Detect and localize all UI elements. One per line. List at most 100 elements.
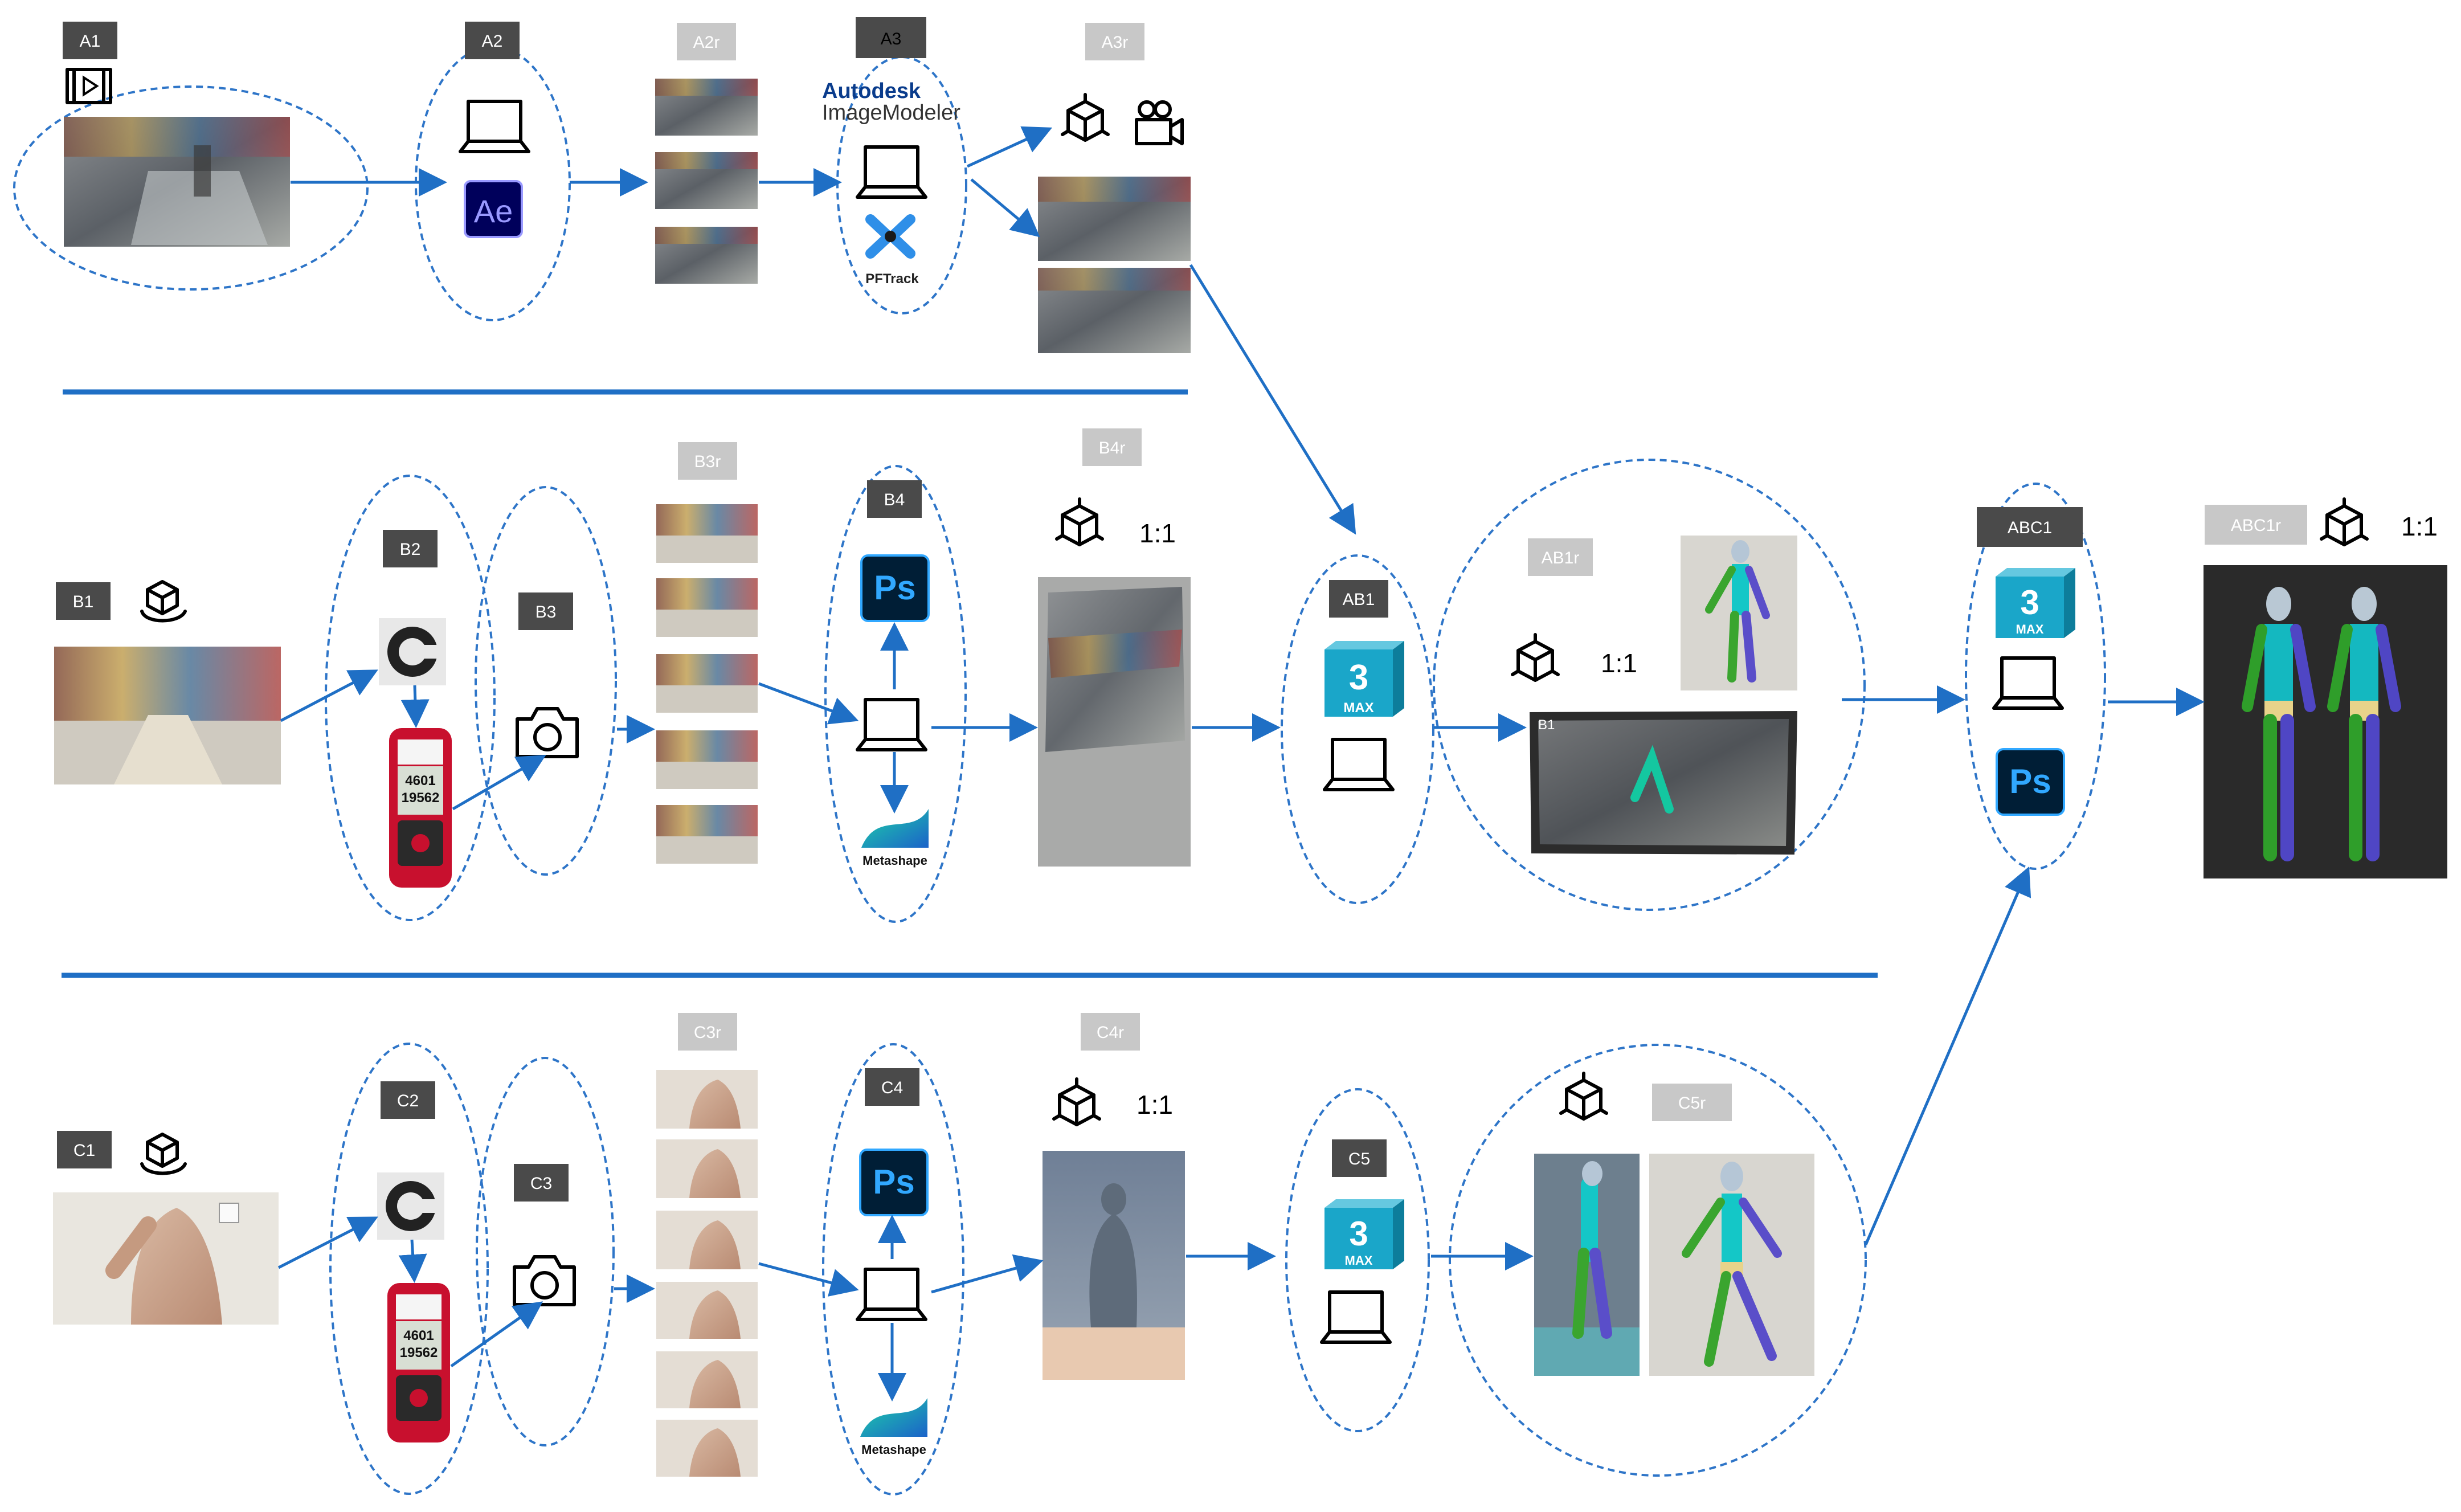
arrow-b3r-b4	[758, 682, 859, 725]
meter-reading-1: 4601	[405, 773, 435, 788]
photo-stack-c3r	[656, 1070, 758, 1477]
laptop-icon-a3	[856, 145, 927, 199]
laptop-icon-a2	[459, 100, 530, 153]
arrow-a3r-ab1	[1189, 264, 1356, 535]
flow-arrows	[277, 126, 2205, 1401]
3dsmax-number-abc1: 3	[2020, 583, 2039, 622]
3dsmax-text-ab1: MAX	[1343, 700, 1373, 716]
autodesk-text: Autodesk	[822, 79, 921, 103]
label-a3r: A3r	[1085, 23, 1144, 60]
label-b4-text: B4	[884, 491, 905, 509]
group-ellipse-b3	[475, 486, 617, 876]
label-a3r-text: A3r	[1102, 33, 1129, 52]
label-b3-text: B3	[535, 603, 557, 622]
label-c2: C2	[381, 1081, 435, 1119]
laser-meter-c2: 4601 19562	[387, 1283, 450, 1442]
pftrack-icon: PFTrack	[865, 214, 919, 287]
label-c4r-text: C4r	[1097, 1023, 1124, 1042]
3d-rotate-icon-b1	[140, 580, 187, 623]
label-c3-text: C3	[530, 1174, 552, 1193]
arrow-meter-camera-b	[452, 754, 546, 811]
label-b4r-text: B4r	[1099, 439, 1126, 457]
surveillance-frame-a1	[64, 117, 290, 247]
metashape-icon-c4: Metashape	[860, 1398, 927, 1457]
label-b1: B1	[56, 582, 111, 620]
label-ab1-text: AB1	[1343, 590, 1375, 609]
metashape-text-c4: Metashape	[861, 1442, 926, 1457]
group-ellipse-c3	[476, 1057, 615, 1446]
group-ellipse-c2	[329, 1043, 489, 1495]
mannequin-render-ab1r	[1681, 536, 1797, 690]
scale-ratio-ab1r: 1:1	[1601, 648, 1637, 678]
3dsmax-number-ab1: 3	[1349, 658, 1368, 697]
3d-scene-icon-b4r	[1055, 497, 1104, 546]
3dsmax-text-c5: MAX	[1345, 1253, 1373, 1268]
scale-ratio-b4r: 1:1	[1139, 518, 1176, 548]
label-a1-text: A1	[80, 32, 101, 51]
label-a2: A2	[465, 22, 520, 59]
3dsmax-icon-c5: 3 MAX	[1324, 1199, 1404, 1269]
label-abc1r-text: ABC1r	[2231, 516, 2281, 535]
rotation-tool-icon-b2	[379, 618, 446, 685]
arrow-b2-meter	[400, 685, 430, 728]
camera-track-frames-a3r	[1038, 177, 1191, 353]
subject-photo-c1	[53, 1192, 279, 1325]
scale-ratio-c4r: 1:1	[1137, 1090, 1173, 1119]
photo-camera-icon-b3	[516, 707, 579, 758]
overlay-frame-label: B1	[1538, 717, 1555, 733]
group-ellipse-c5	[1285, 1088, 1430, 1432]
label-a2r-text: A2r	[693, 33, 720, 52]
point-cloud-b4r	[1038, 577, 1191, 867]
label-ab1r-text: AB1r	[1542, 549, 1580, 567]
photoshop-text-c4: Ps	[873, 1163, 914, 1201]
video-file-icon	[66, 68, 112, 104]
label-abc1: ABC1	[1977, 507, 2083, 547]
label-c3: C3	[514, 1164, 569, 1202]
label-c5r: C5r	[1652, 1084, 1732, 1121]
photoshop-icon-b4: Ps	[860, 554, 930, 622]
label-b4: B4	[867, 480, 922, 518]
label-a2-text: A2	[482, 32, 503, 51]
photo-camera-icon-c3	[513, 1255, 576, 1306]
3d-scene-icon-a3r	[1061, 93, 1110, 142]
label-b1-text: B1	[73, 592, 94, 611]
label-b3r-text: B3r	[694, 452, 721, 471]
label-c4: C4	[865, 1068, 919, 1106]
3dsmax-text-abc1: MAX	[2016, 622, 2044, 636]
video-camera-icon	[1135, 100, 1184, 145]
photoshop-text-abc1: Ps	[2009, 762, 2051, 800]
3dsmax-icon-abc1: 3 MAX	[1996, 568, 2075, 638]
photoshop-text-b4: Ps	[874, 569, 915, 607]
overlay-frame-ab1r: B1	[1530, 711, 1797, 855]
group-ellipse-a1	[13, 85, 369, 291]
label-c3r-text: C3r	[694, 1023, 721, 1042]
final-mannequins-abc1r	[2204, 565, 2447, 878]
laptop-icon-c5	[1320, 1290, 1392, 1344]
laptop-icon-b4	[856, 698, 927, 751]
group-ellipse-c4	[822, 1043, 964, 1495]
arrow-c5r-abc1	[1864, 866, 2031, 1245]
group-ellipse-ab1	[1281, 554, 1434, 904]
label-b3: B3	[518, 592, 573, 630]
label-a3-text: A3	[881, 30, 902, 48]
laptop-icon-ab1	[1323, 738, 1395, 791]
after-effects-icon: Ae	[464, 180, 523, 238]
metashape-icon-b4: Metashape	[861, 809, 929, 868]
group-ellipse-abc1	[1965, 483, 2106, 870]
arrow-c3r-c4	[758, 1262, 859, 1297]
label-b4r: B4r	[1082, 428, 1142, 466]
photoshop-icon-abc1: Ps	[1996, 748, 2065, 816]
laser-meter-b2: 4601 19562	[389, 728, 452, 888]
label-abc1r: ABC1r	[2205, 505, 2307, 545]
meter-reading-2: 19562	[402, 790, 440, 806]
label-c2-text: C2	[397, 1092, 419, 1110]
label-c4-text: C4	[881, 1078, 903, 1097]
label-ab1r: AB1r	[1528, 538, 1593, 576]
arrow-c2-meter	[398, 1239, 427, 1283]
laptop-icon-abc1	[1992, 656, 2064, 710]
label-c1-text: C1	[73, 1141, 95, 1160]
meter-reading-c2-1: 4601	[403, 1328, 434, 1343]
label-abc1-text: ABC1	[2008, 518, 2052, 537]
arrow-c4-c4r	[931, 1254, 1044, 1294]
